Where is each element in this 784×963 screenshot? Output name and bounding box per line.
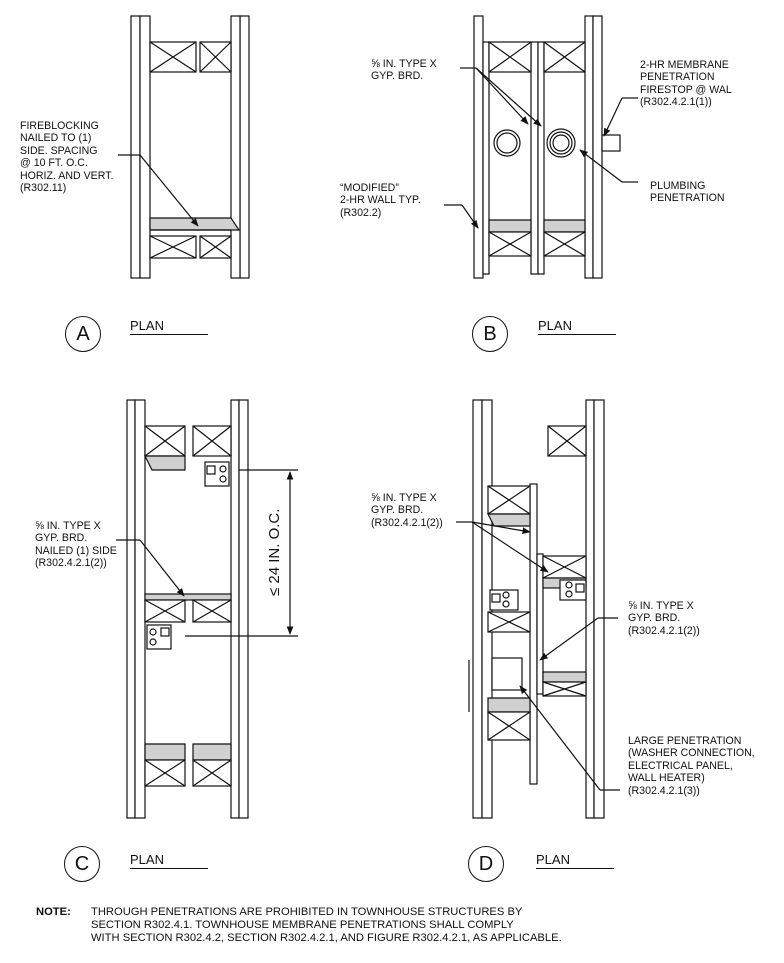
plan-a-wall — [118, 15, 250, 279]
plan-label-a: PLAN — [130, 318, 208, 335]
stud-d-top-right — [547, 425, 587, 457]
stud-bottom-right — [199, 235, 232, 259]
note-heading: NOTE: — [36, 906, 71, 918]
large-penetration-opening — [491, 657, 523, 691]
gyp-board-label-d-right: ⅝ IN. TYPE X GYP. BRD. (R302.4.2.1(2)) — [628, 600, 700, 637]
stud-c-top-right — [192, 425, 232, 457]
gyp-board-label-d-left: ⅝ IN. TYPE X GYP. BRD. (R302.4.2.1(2)) — [371, 492, 443, 529]
detail-marker-b: B — [472, 316, 508, 352]
note-body: THROUGH PENETRATIONS ARE PROHIBITED IN T… — [91, 906, 562, 945]
stud-d-mid-left — [487, 611, 531, 633]
stud-spacing-dimension: ≤ 24 IN. O.C. — [266, 508, 283, 596]
plan-label-d: PLAN — [536, 852, 614, 869]
stud-c-mid-left — [144, 599, 186, 623]
stud-c-bot-right — [192, 759, 232, 787]
stud-b-bottom-left — [488, 231, 532, 257]
stud-c-bot-left — [144, 759, 186, 787]
stud-b-bottom-right — [543, 231, 586, 257]
stud-c-mid-right — [192, 599, 232, 623]
plan-c-wall — [116, 399, 298, 819]
detail-marker-d: D — [468, 846, 504, 882]
gyp-board-label-b: ⅝ IN. TYPE X GYP. BRD. — [371, 58, 437, 83]
stud-c-top-left — [144, 425, 186, 457]
detail-marker-a: A — [65, 316, 101, 352]
plumbing-penetration-label: PLUMBING PENETRATION — [650, 180, 725, 205]
plan-label-b: PLAN — [538, 318, 616, 335]
plan-b-wall — [444, 15, 638, 279]
plan-d-wall — [456, 399, 620, 819]
stud-d-bottom-left — [487, 711, 531, 741]
stud-top-right — [199, 41, 232, 73]
large-penetration-label: LARGE PENETRATION (WASHER CONNECTION, EL… — [628, 735, 755, 797]
membrane-penetration-label: 2-HR MEMBRANE PENETRATION FIRESTOP @ WAL… — [640, 59, 732, 109]
modified-wall-label: “MODIFIED” 2-HR WALL TYP. (R302.2) — [340, 182, 421, 219]
stud-b-top-left — [488, 41, 532, 73]
stud-d-low-right — [542, 681, 587, 697]
electrical-box-lower — [146, 624, 172, 650]
plan-label-c: PLAN — [130, 852, 208, 869]
stud-b-top-right — [543, 41, 586, 73]
stud-d-upper-left — [487, 485, 531, 515]
electrical-box-d-left — [489, 589, 519, 611]
detail-marker-c: C — [64, 846, 100, 882]
electrical-box-d-right — [559, 579, 587, 601]
fireblocking-label: FIREBLOCKING NAILED TO (1) SIDE. SPACING… — [20, 120, 114, 195]
electrical-box-upper — [204, 461, 230, 487]
gyp-board-label-c: ⅝ IN. TYPE X GYP. BRD. NAILED (1) SIDE (… — [35, 520, 117, 570]
stud-bottom-left — [149, 235, 197, 259]
stud-d-mid-right — [542, 555, 587, 579]
stud-top-left — [149, 41, 197, 73]
